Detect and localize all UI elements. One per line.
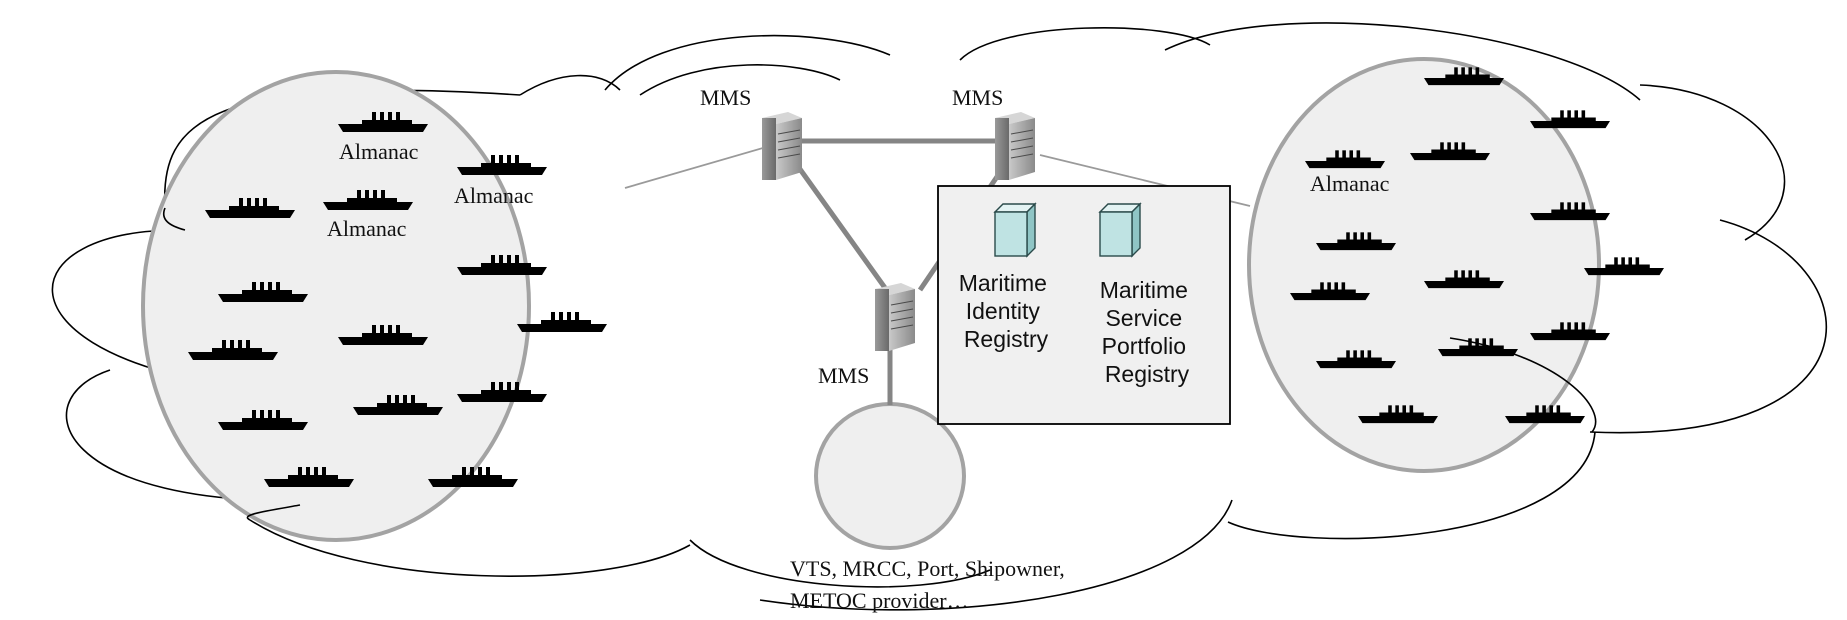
- mms-label-top-right: MMS: [952, 85, 1003, 110]
- mms-label-top-left: MMS: [700, 85, 751, 110]
- link-left-region: [624, 147, 764, 189]
- database-cube-icon: [1098, 202, 1142, 258]
- mms-label-bottom: MMS: [818, 363, 869, 388]
- shore-region: [814, 402, 966, 550]
- database-cube-icon: [993, 202, 1037, 258]
- server-icon: [875, 283, 915, 351]
- almanac-label: Almanac: [327, 216, 407, 241]
- server-icon: [762, 112, 802, 180]
- service-portfolio-registry-label: Maritime Service Portfolio Registry: [1100, 277, 1195, 387]
- registry-box: Maritime Identity Registry Maritime Serv…: [937, 185, 1231, 425]
- network-cloud-outline: [51, 22, 1827, 611]
- link-mms-top-left-bottom: [794, 163, 891, 294]
- almanac-label: Almanac: [454, 183, 534, 208]
- almanac-label: Almanac: [1310, 171, 1390, 196]
- identity-registry-label: Maritime Identity Registry: [959, 270, 1054, 352]
- network-links: [624, 138, 1251, 405]
- ship-region-right: [1247, 57, 1601, 473]
- shore-parties-label: VTS, MRCC, Port, Shipowner, METOC provid…: [790, 556, 1070, 613]
- almanac-label: Almanac: [339, 139, 419, 164]
- server-icon: [995, 112, 1035, 180]
